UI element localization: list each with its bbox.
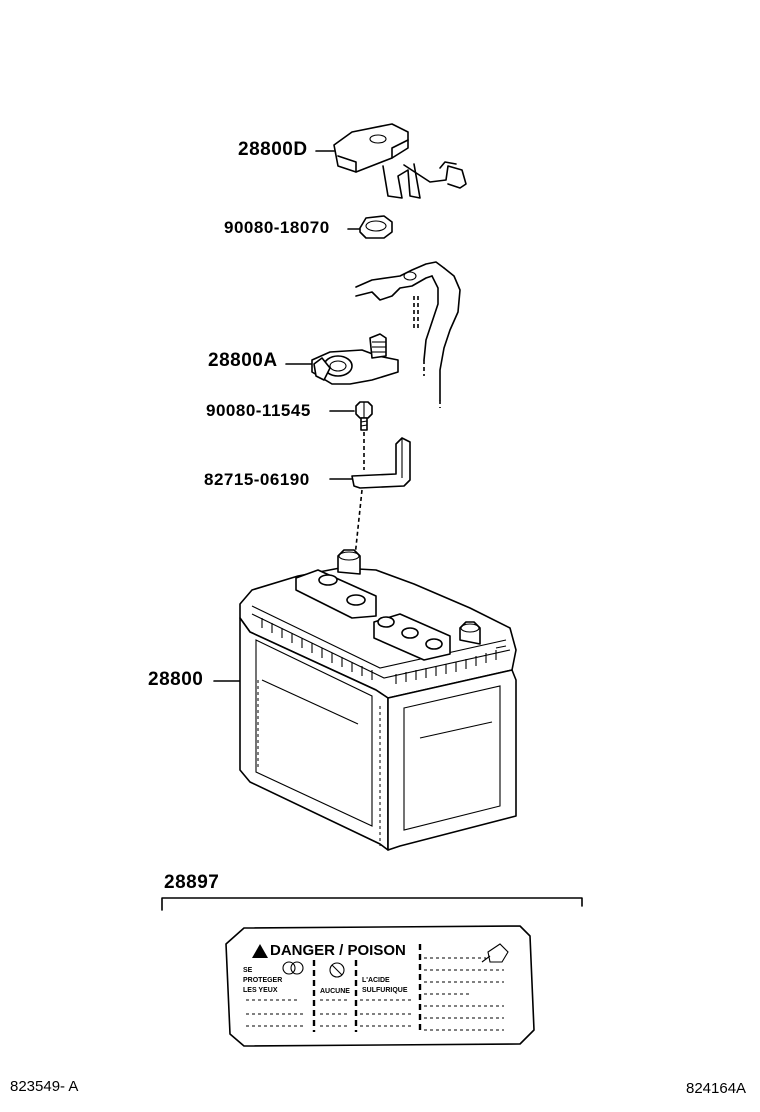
caution-label-drawing	[225, 925, 535, 1047]
part-number-battery: 28800	[148, 669, 204, 690]
caution-label-heading: DANGER / POISON	[270, 942, 406, 959]
terminal-cover-drawing	[315, 123, 467, 199]
part-number-clamp-bracket: 82715-06190	[204, 470, 310, 489]
part-number-nut: 90080-18070	[224, 218, 330, 237]
part-number-terminal-clamp: 28800A	[208, 350, 278, 371]
cable-assembly-drawing	[355, 261, 461, 408]
clamp-bracket-drawing	[329, 432, 411, 567]
label-group-bracket	[161, 897, 583, 911]
part-number-caution-label: 28897	[164, 872, 220, 893]
battery-drawing	[213, 549, 517, 851]
vent-ridges	[261, 618, 497, 684]
caution-label-left-line: PROTEGER	[243, 977, 283, 984]
part-number-terminal-cover: 28800D	[238, 139, 308, 160]
nut-drawing	[347, 215, 393, 239]
caution-label-right-line: SULFURIQUE	[362, 987, 408, 994]
bolt-drawing	[329, 401, 373, 431]
caution-label-right-line: L'ACIDE	[362, 977, 390, 984]
terminal-clamp-drawing	[285, 333, 399, 385]
diagram-code-right: 824164A	[686, 1080, 747, 1097]
part-number-bolt: 90080-11545	[206, 401, 311, 420]
caution-label-right-text: L'ACIDE SULFURIQUE	[362, 976, 408, 996]
caution-label-center-text: AUCUNE	[320, 988, 350, 995]
caution-label-left-text: SE PROTEGER LES YEUX	[243, 966, 282, 996]
caution-label-left-line: SE	[243, 967, 253, 974]
caution-label-left-line: LES YEUX	[243, 987, 278, 994]
diagram-code-left: 823549- A	[10, 1078, 79, 1095]
